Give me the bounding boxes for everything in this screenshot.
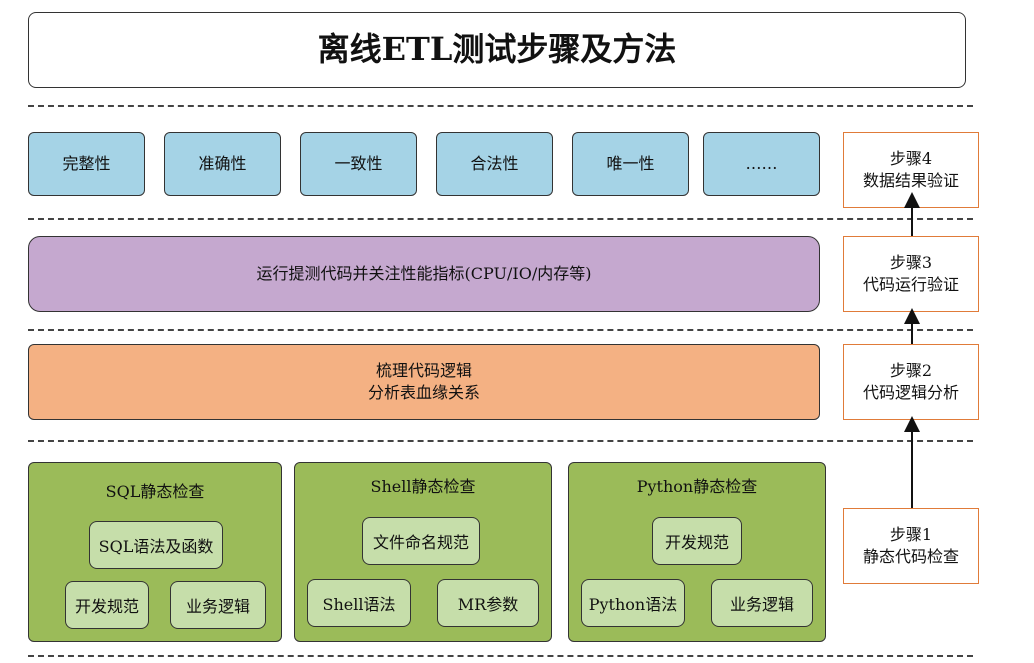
- sql-static-check-panel: SQL静态检查 SQL语法及函数 开发规范 业务逻辑: [28, 462, 282, 642]
- shell-static-check-title: Shell静态检查: [370, 477, 476, 496]
- step-2-label: 步骤2: [889, 361, 933, 381]
- step-4-desc: 数据结果验证: [862, 171, 959, 190]
- divider: [28, 329, 973, 331]
- sql-static-check-title: SQL静态检查: [105, 482, 205, 501]
- step-4-label: 步骤4: [889, 149, 933, 169]
- logic-stage-line2: 分析表血缘关系: [367, 383, 480, 402]
- python-static-check-panel: Python静态检查 开发规范 Python语法 业务逻辑: [568, 462, 826, 642]
- dimension-completeness: 完整性: [28, 132, 145, 196]
- divider: [28, 218, 973, 220]
- divider: [28, 105, 973, 107]
- run-stage-box: 运行提测代码并关注性能指标(CPU/IO/内存等): [28, 236, 820, 312]
- dimension-more: ……: [703, 132, 820, 196]
- dimension-uniqueness: 唯一性: [572, 132, 689, 196]
- dimension-validity: 合法性: [436, 132, 553, 196]
- step-1-desc: 静态代码检查: [862, 547, 959, 566]
- sql-syntax-box: SQL语法及函数: [89, 521, 223, 569]
- shell-static-check-panel: Shell静态检查 文件命名规范 Shell语法 MR参数: [294, 462, 552, 642]
- dimension-accuracy: 准确性: [164, 132, 281, 196]
- sql-dev-standard-box: 开发规范: [65, 581, 149, 629]
- logic-stage-box: 梳理代码逻辑 分析表血缘关系: [28, 344, 820, 420]
- shell-file-naming-box: 文件命名规范: [362, 517, 480, 565]
- divider: [28, 655, 973, 657]
- step-2-box: 步骤2 代码逻辑分析: [843, 344, 979, 420]
- python-business-logic-box: 业务逻辑: [711, 579, 813, 627]
- step-3-label: 步骤3: [889, 253, 933, 273]
- step-1-box: 步骤1 静态代码检查: [843, 508, 979, 584]
- diagram-title: 离线ETL测试步骤及方法: [28, 12, 966, 88]
- divider: [28, 440, 973, 442]
- step-2-desc: 代码逻辑分析: [862, 383, 959, 402]
- dimension-consistency: 一致性: [300, 132, 417, 196]
- step-1-label: 步骤1: [889, 525, 933, 545]
- python-static-check-title: Python静态检查: [636, 477, 758, 496]
- shell-syntax-box: Shell语法: [307, 579, 411, 627]
- python-syntax-box: Python语法: [581, 579, 685, 627]
- python-dev-standard-box: 开发规范: [652, 517, 742, 565]
- logic-stage-line1: 梳理代码逻辑: [375, 361, 472, 381]
- mr-params-box: MR参数: [437, 579, 539, 627]
- step-3-desc: 代码运行验证: [862, 275, 959, 294]
- sql-business-logic-box: 业务逻辑: [170, 581, 266, 629]
